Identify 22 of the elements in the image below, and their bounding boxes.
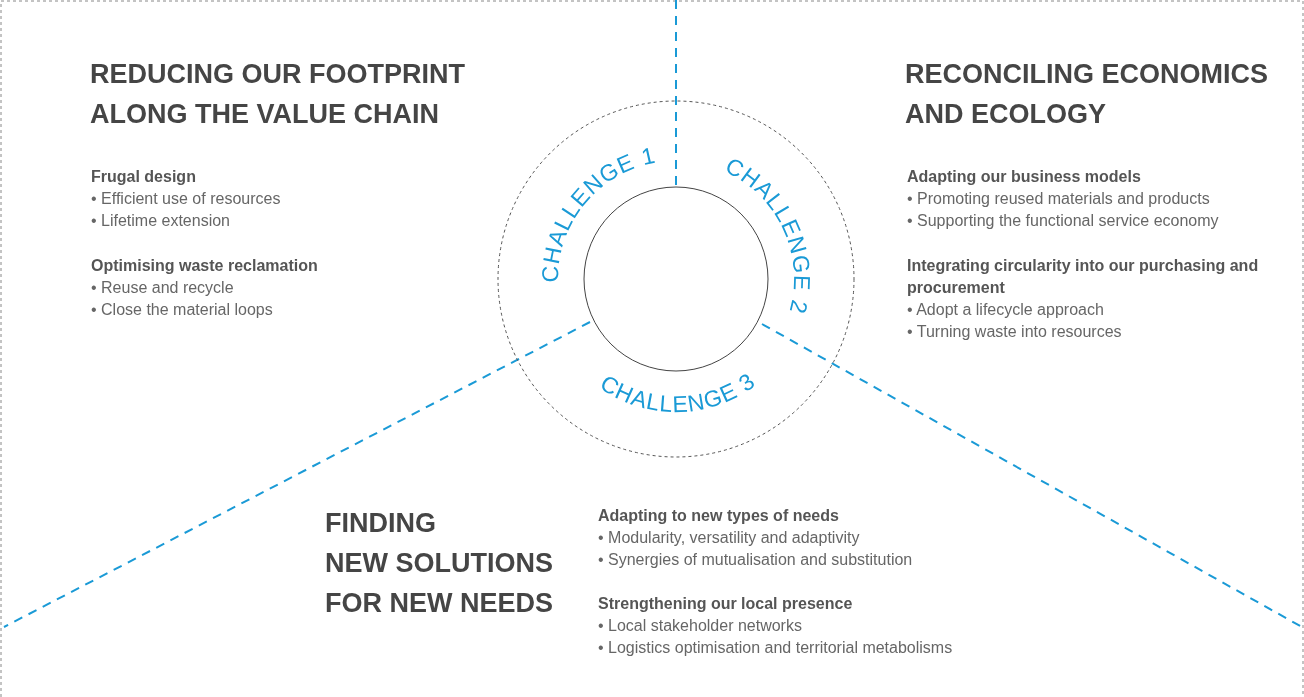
section-heading: FINDING NEW SOLUTIONS FOR NEW NEEDS [325, 507, 555, 620]
bullet-item: • Lifetime extension [91, 211, 230, 231]
subheading: Integrating circularity into our purchasing and procurement [907, 256, 1260, 298]
bullet-item: • Logistics optimisation and territorial metabolisms [598, 638, 953, 658]
bullet-item: • Supporting the functional service economy [907, 211, 1219, 231]
section-heading: RECONCILING ECONOMICS AND ECOLOGY [905, 58, 1269, 131]
subheading: Adapting to new types of needs [598, 506, 840, 526]
subheading: Adapting our business models [907, 167, 1142, 187]
subheading: Strengthening our local presence [598, 594, 854, 614]
subheading: Optimising waste reclamation [91, 256, 319, 276]
bullet-item: • Reuse and recycle [91, 278, 234, 298]
subheading: Frugal design [91, 167, 197, 187]
bullet-item: • Synergies of mutualisation and substitution [598, 550, 913, 570]
bullet-item: • Modularity, versatility and adaptivity [598, 528, 860, 548]
bullet-item: • Local stakeholder networks [598, 616, 802, 636]
bullet-item: • Promoting reused materials and products [907, 189, 1210, 209]
bullet-item: • Turning waste into resources [907, 322, 1122, 342]
section-heading: REDUCING OUR FOOTPRINT ALONG THE VALUE CHAIN [90, 58, 466, 131]
bullet-item: • Efficient use of resources [91, 189, 281, 209]
bullet-item: • Close the material loops [91, 300, 273, 320]
challenge-label: CHALLENGE 3 [595, 367, 761, 418]
bullet-item: • Adopt a lifecycle approach [907, 300, 1104, 320]
